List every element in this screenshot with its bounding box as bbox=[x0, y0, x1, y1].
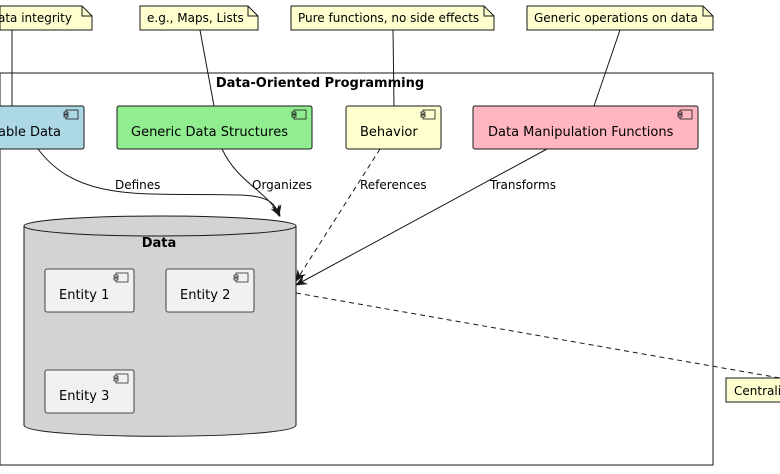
package-frame: Data-Oriented Programming bbox=[0, 72, 714, 466]
entity-3: Entity 3 bbox=[44, 369, 135, 414]
note-2-text: Pure functions, no side effects bbox=[298, 11, 479, 25]
component-label: Data Manipulation Functions bbox=[488, 125, 674, 140]
entity-label: Entity 3 bbox=[59, 389, 109, 404]
note-4: Centrali bbox=[725, 377, 780, 403]
component-label: Behavior bbox=[360, 125, 418, 140]
edge-references bbox=[295, 148, 381, 282]
component-label: able Data bbox=[0, 125, 61, 140]
component-data-manipulation-functions: Data Manipulation Functions bbox=[472, 105, 699, 150]
note-1: e.g., Maps, Lists bbox=[139, 5, 259, 31]
edge-label-references: References bbox=[360, 178, 427, 192]
database-data: Data Entity 1 Entity 2 Entity 3 bbox=[23, 215, 297, 437]
note-connector-3 bbox=[593, 29, 621, 107]
note-1-text: e.g., Maps, Lists bbox=[147, 11, 244, 25]
edges bbox=[37, 148, 780, 379]
note-2: Pure functions, no side effects bbox=[290, 5, 495, 31]
edge-centralized bbox=[295, 292, 780, 379]
note-connector-1 bbox=[199, 29, 215, 107]
edge-label-organizes: Organizes bbox=[252, 178, 312, 192]
component-icon bbox=[291, 109, 307, 120]
component-icon bbox=[677, 109, 693, 120]
entity-2: Entity 2 bbox=[165, 268, 255, 313]
note-connector-2 bbox=[392, 29, 395, 107]
note-4-text: Centrali bbox=[734, 384, 780, 398]
note-connectors bbox=[11, 29, 621, 107]
component-immutable-data: able Data bbox=[0, 105, 85, 150]
component-icon bbox=[113, 272, 129, 283]
component-icon bbox=[113, 373, 129, 384]
edge-label-defines: Defines bbox=[115, 178, 160, 192]
component-icon bbox=[420, 109, 436, 120]
entity-1: Entity 1 bbox=[44, 268, 135, 313]
note-0: ata integrity bbox=[0, 5, 93, 31]
database-title: Data bbox=[142, 236, 177, 251]
entity-label: Entity 2 bbox=[180, 288, 230, 303]
edge-organizes bbox=[221, 148, 281, 217]
package-title: Data-Oriented Programming bbox=[216, 76, 424, 91]
component-behavior: Behavior bbox=[345, 105, 442, 150]
note-0-text: ata integrity bbox=[0, 11, 72, 25]
component-label: Generic Data Structures bbox=[131, 125, 288, 140]
edge-label-transforms: Transforms bbox=[489, 178, 556, 192]
edge-transforms bbox=[295, 148, 548, 286]
component-icon bbox=[233, 272, 249, 283]
component-icon bbox=[63, 109, 79, 120]
note-3-text: Generic operations on data bbox=[534, 11, 698, 25]
note-3: Generic operations on data bbox=[526, 5, 714, 31]
component-generic-data-structures: Generic Data Structures bbox=[116, 105, 313, 150]
entity-label: Entity 1 bbox=[59, 288, 109, 303]
